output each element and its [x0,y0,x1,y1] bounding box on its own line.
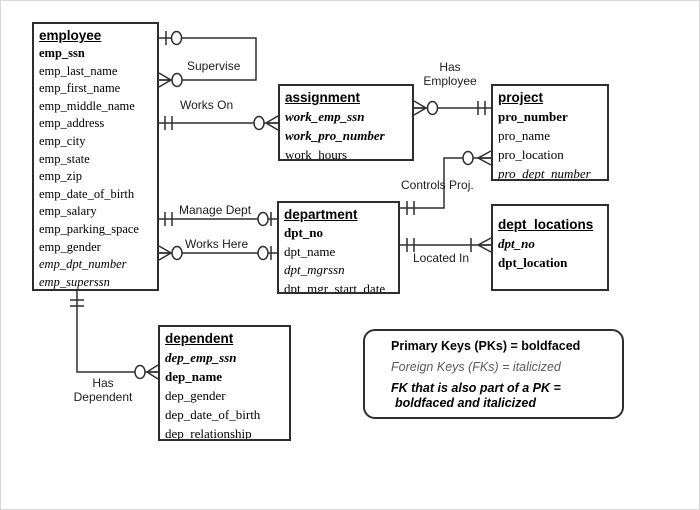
field-emp-superssn: emp_superssn [39,274,110,289]
field-dpt-name: dpt_name [284,243,336,259]
field-emp-date-of-birth: emp_date_of_birth [39,186,135,201]
entity-assignment: assignment work_emp_ssn work_pro_number … [278,84,414,161]
works-here-connector [158,245,277,261]
field-emp-middle-name: emp_middle_name [39,98,135,113]
manage-dept-connector [159,211,277,227]
entity-project: project pro_number pro_name pro_location… [491,84,609,181]
relationship-label-has-employee: Has Employee [423,60,477,88]
field-emp-city: emp_city [39,133,86,148]
field-pro-location: pro_location [498,147,564,162]
field-pro-number: pro_number [498,109,568,124]
field-pro-name: pro_name [498,128,550,143]
field-emp-first-name: emp_first_name [39,81,121,96]
relationship-label-supervise: Supervise [187,59,241,73]
relationship-label-manage-dept: Manage Dept [179,203,252,217]
field-dpt-mgrssn: dpt_mgrssn [284,262,345,277]
entity-title-dependent: dependent [165,331,234,346]
entity-title-dept-locations: dept_locations [498,217,594,232]
legend-foreign-keys: Foreign Keys (FKs) = italicized [391,360,561,374]
entity-employee: employee emp_ssn emp_last_name emp_first… [32,22,159,291]
has-employee-connector [413,100,491,116]
field-dpt-mgr-start-date: dpt_mgr_start_date [284,280,386,294]
field-emp-zip: emp_zip [39,169,83,184]
field-dpt-location: dpt_location [498,255,568,270]
relationship-label-located-in: Located In [413,251,470,265]
entity-title-employee: employee [39,28,102,43]
supervise-connector [158,30,257,88]
field-dep-relationship: dep_relationship [165,426,252,441]
legend-fk-pk-line2: boldfaced and italicized [395,396,536,410]
field-dpt-no: dpt_no [284,225,324,240]
field-deptloc-dpt-no: dpt_no [498,236,535,251]
field-work-hours: work_hours [285,147,348,161]
field-emp-last-name: emp_last_name [39,63,118,78]
field-dep-emp-ssn: dep_emp_ssn [165,350,237,365]
legend-fk-pk-line1: FK that is also part of a PK = [391,381,561,395]
entity-dependent: dependent dep_emp_ssn dep_name dep_gende… [158,325,291,441]
entity-department: department dpt_no dpt_name dpt_mgrssn dp… [277,201,400,294]
controls-proj-connector [400,150,492,215]
field-work-emp-ssn: work_emp_ssn [285,109,365,124]
relationship-label-works-here: Works Here [185,237,249,251]
relationship-label-works-on: Works On [180,98,234,112]
key-legend: Primary Keys (PKs) = boldfaced Foreign K… [363,329,624,419]
field-work-pro-number: work_pro_number [285,128,385,143]
entity-title-assignment: assignment [285,90,361,105]
field-emp-address: emp_address [39,116,105,131]
field-emp-ssn: emp_ssn [39,46,85,60]
field-emp-state: emp_state [39,151,90,166]
located-in-connector [400,237,492,253]
works-on-connector [159,115,279,131]
field-emp-parking-space: emp_parking_space [39,221,139,236]
entity-dept-locations: dept_locations dpt_no dpt_location [491,204,609,291]
field-dep-gender: dep_gender [165,388,226,403]
has-dependent-connector [70,291,159,380]
field-emp-salary: emp_salary [39,204,97,219]
field-emp-gender: emp_gender [39,239,101,254]
entity-title-project: project [498,90,544,105]
field-emp-dpt-number: emp_dpt_number [39,257,127,272]
legend-primary-keys: Primary Keys (PKs) = boldfaced [391,339,581,353]
relationship-label-controls-proj: Controls Proj. [401,178,474,192]
field-dep-name: dep_name [165,369,223,384]
entity-title-department: department [284,207,358,222]
relationship-label-has-dependent: Has Dependent [73,376,133,404]
field-pro-dept-number: pro_dept_number [498,166,591,181]
field-dep-date-of-birth: dep_date_of_birth [165,407,261,422]
